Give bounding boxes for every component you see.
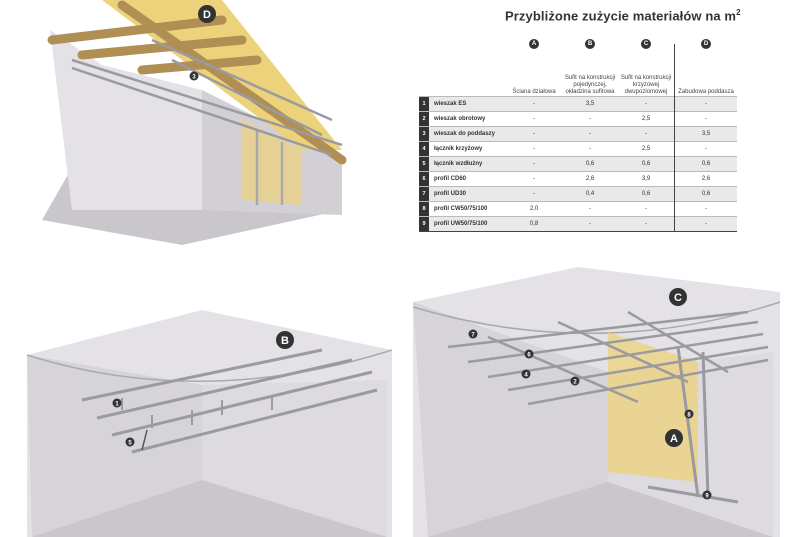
illustration-ceiling-double: C A 7 6 4 2 8 9 <box>408 262 788 537</box>
illustration-attic: D 3 <box>42 0 372 245</box>
badge-d: D <box>701 39 711 49</box>
illustration-ceiling-single: B 1 5 <box>22 300 397 537</box>
page-title: Przybliżone zużycie materiałów na m2 <box>505 8 741 24</box>
callout-3: 3 <box>192 75 196 81</box>
badge-b: B <box>585 39 595 49</box>
callout-8: 8 <box>687 413 691 419</box>
callout-2: 2 <box>573 380 577 386</box>
illustration-b-letter: B <box>281 335 289 347</box>
badge-a: A <box>529 39 539 49</box>
illustration-c-letter: C <box>674 292 682 304</box>
callout-4: 4 <box>524 373 528 379</box>
callout-6: 6 <box>527 353 531 359</box>
illustration-a-letter: A <box>670 433 678 445</box>
callout-9: 9 <box>705 494 709 500</box>
callout-1: 1 <box>115 402 119 408</box>
illustration-d-letter: D <box>203 9 211 21</box>
callout-7: 7 <box>471 333 475 339</box>
callout-5: 5 <box>128 441 132 447</box>
badge-c: C <box>641 39 651 49</box>
